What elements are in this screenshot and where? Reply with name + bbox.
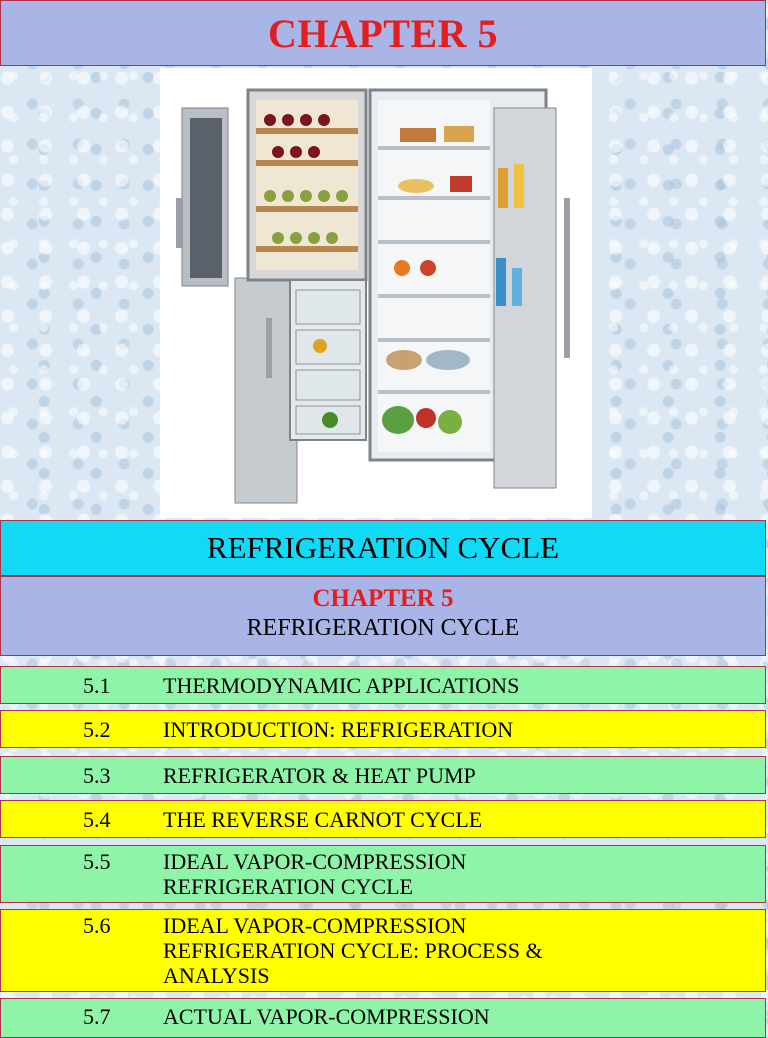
toc-title-line: REFRIGERATION CYCLE: PROCESS & <box>163 938 543 963</box>
toc-row: 5.6 IDEAL VAPOR-COMPRESSION REFRIGERATIO… <box>0 909 766 992</box>
toc-title: ACTUAL VAPOR-COMPRESSION <box>163 1004 490 1029</box>
subtitle-banner: REFRIGERATION CYCLE <box>0 520 766 576</box>
toc-title-line: REFRIGERATION CYCLE <box>163 874 413 899</box>
toc-number: 5.6 <box>83 913 111 938</box>
toc-number: 5.5 <box>83 849 111 874</box>
toc-row: 5.3 REFRIGERATOR & HEAT PUMP <box>0 756 766 794</box>
toc-row: 5.7 ACTUAL VAPOR-COMPRESSION <box>0 998 766 1038</box>
chapter-name: REFRIGERATION CYCLE <box>246 615 520 641</box>
toc-title: REFRIGERATOR & HEAT PUMP <box>163 763 476 788</box>
toc-title: THERMODYNAMIC APPLICATIONS <box>163 673 520 698</box>
toc-title-line: IDEAL VAPOR-COMPRESSION <box>163 849 467 874</box>
toc-number: 5.4 <box>83 807 111 832</box>
refrigerator-photo <box>160 68 592 518</box>
subtitle-text: REFRIGERATION CYCLE <box>206 530 560 565</box>
title-banner: CHAPTER 5 <box>0 0 766 66</box>
toc-title-line: ANALYSIS <box>163 963 270 988</box>
chapter-title: CHAPTER 5 <box>267 10 499 56</box>
chapter-heading-box: CHAPTER 5 REFRIGERATION CYCLE <box>0 576 766 656</box>
toc-number: 5.7 <box>83 1004 111 1029</box>
toc-number: 5.2 <box>83 717 111 742</box>
toc-number: 5.1 <box>83 673 111 698</box>
chapter-label: CHAPTER 5 <box>312 585 454 612</box>
toc-row: 5.4 THE REVERSE CARNOT CYCLE <box>0 800 766 838</box>
toc-title: INTRODUCTION: REFRIGERATION <box>163 717 514 742</box>
toc-row: 5.2 INTRODUCTION: REFRIGERATION <box>0 710 766 748</box>
toc-title: THE REVERSE CARNOT CYCLE <box>163 807 483 832</box>
toc-row: 5.1 THERMODYNAMIC APPLICATIONS <box>0 666 766 704</box>
toc-title: IDEAL VAPOR-COMPRESSION REFRIGERATION CY… <box>163 913 543 988</box>
toc-title-line: IDEAL VAPOR-COMPRESSION <box>163 913 467 938</box>
toc-title: IDEAL VAPOR-COMPRESSION REFRIGERATION CY… <box>163 849 466 899</box>
toc-row: 5.5 IDEAL VAPOR-COMPRESSION REFRIGERATIO… <box>0 845 766 903</box>
toc-number: 5.3 <box>83 763 111 788</box>
